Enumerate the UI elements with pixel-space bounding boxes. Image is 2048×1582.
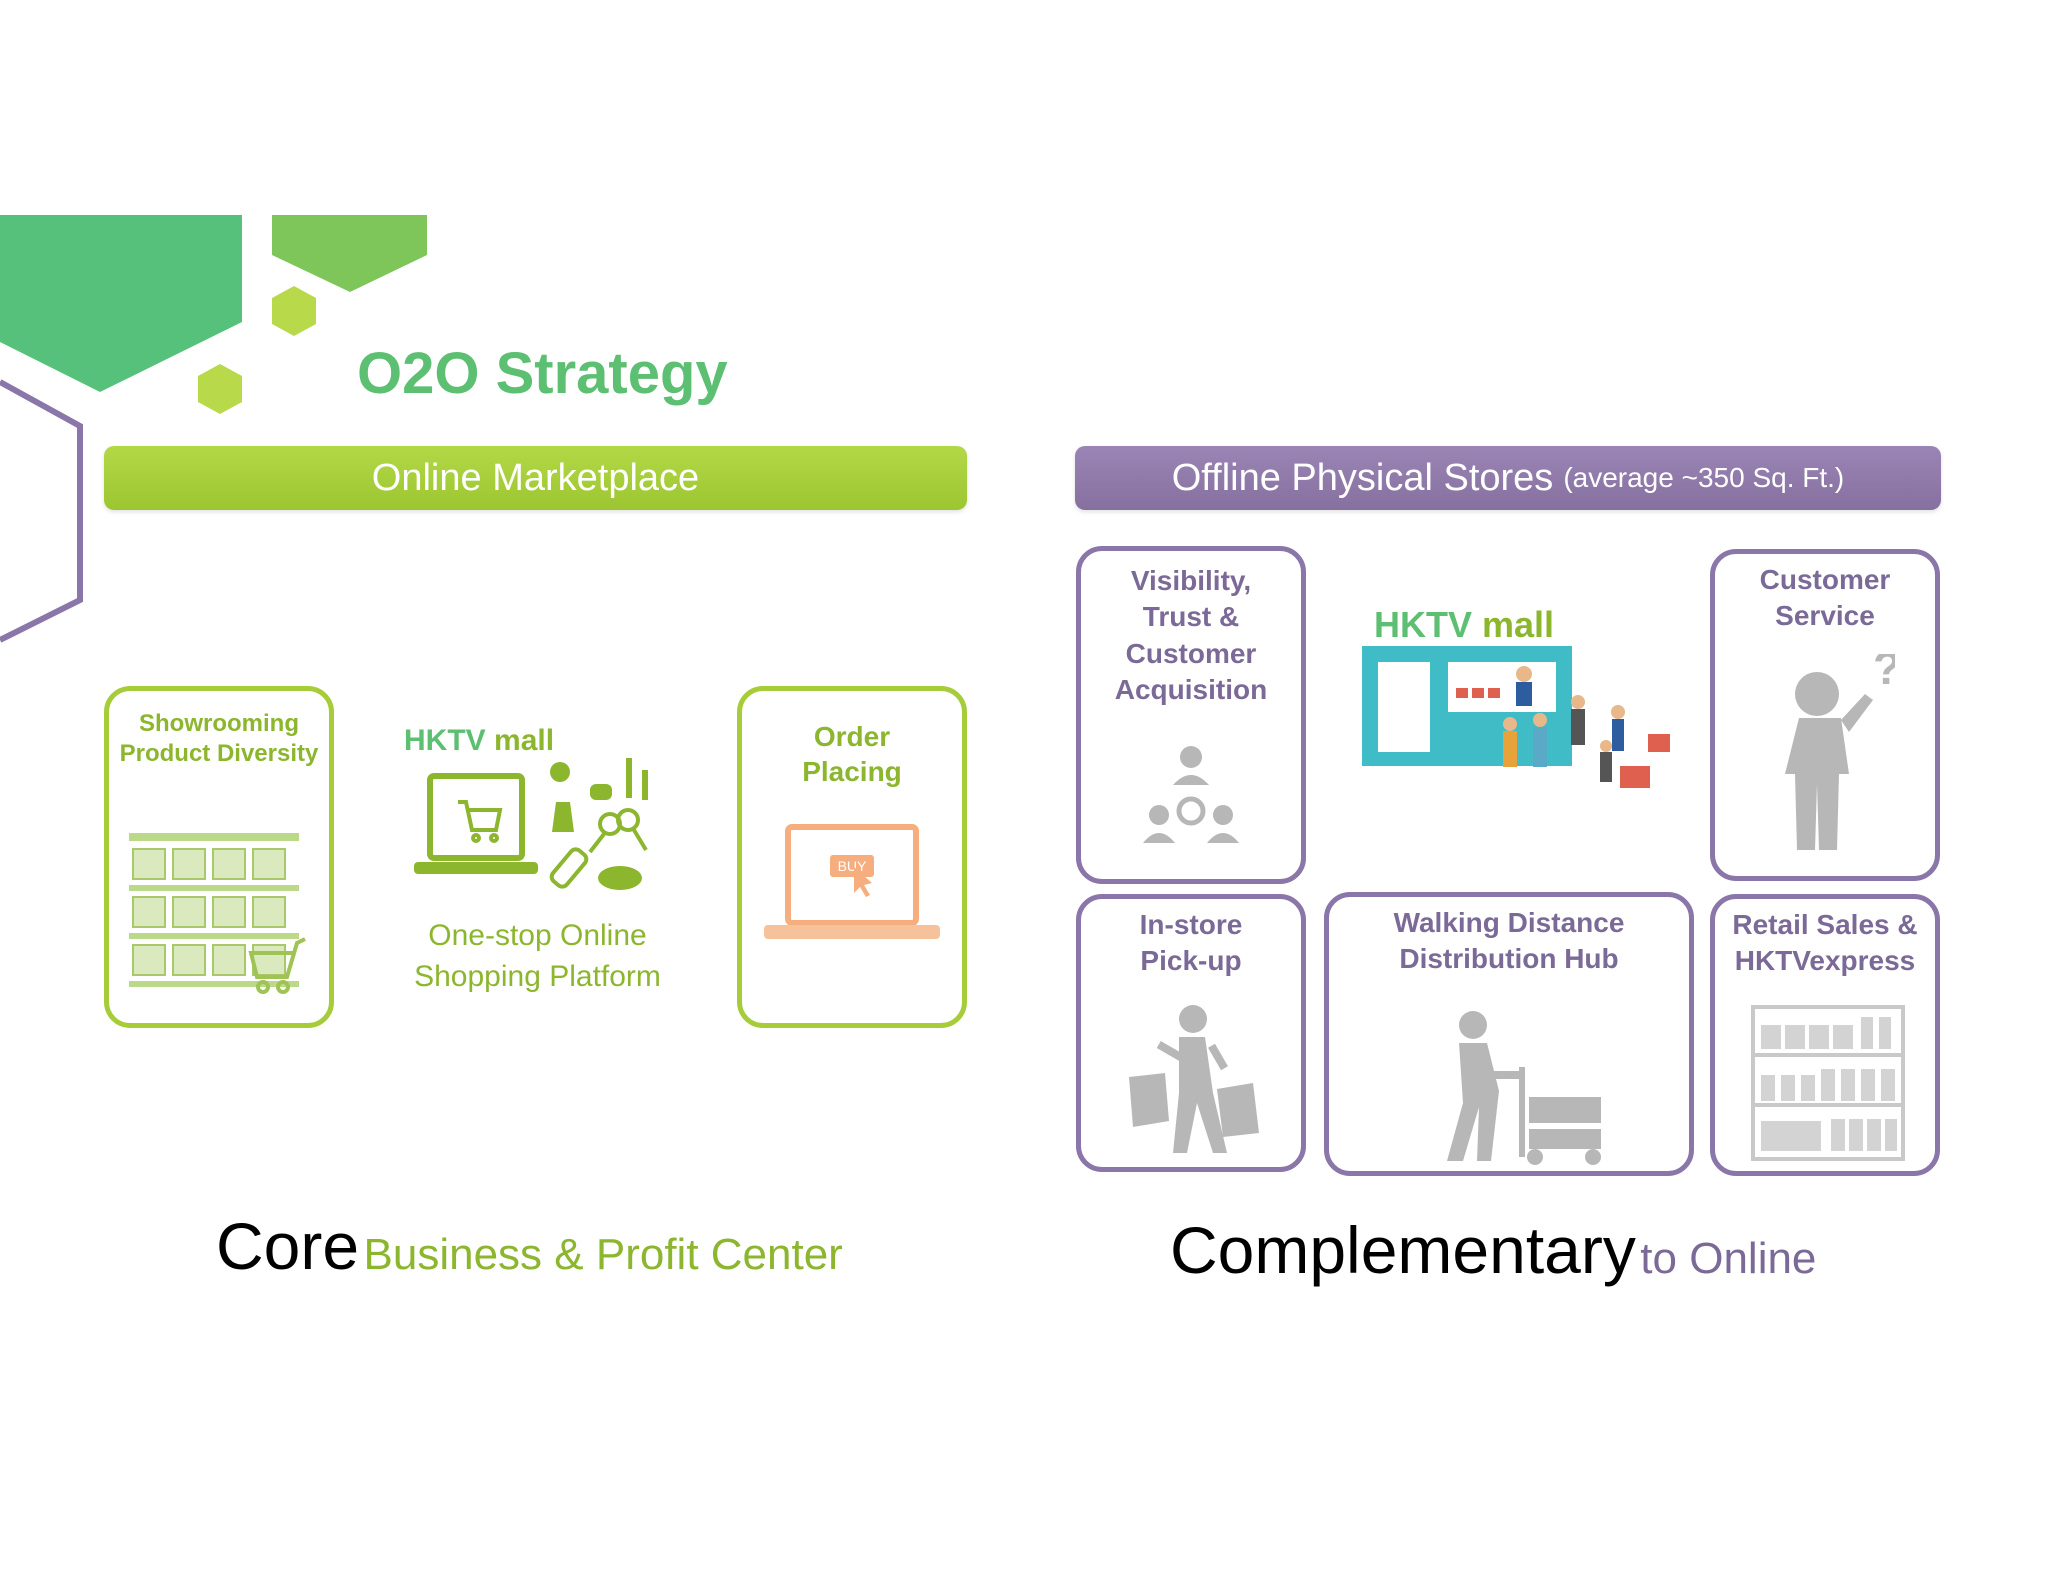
hktv-mall-logo-offline: HKTV mall (1374, 604, 1555, 645)
svg-text:?: ? (1873, 654, 1895, 694)
customer-service-card: Customer Service ? (1710, 549, 1940, 881)
decorative-hexagons (0, 215, 427, 643)
offline-band-label: Offline Physical Stores (1171, 456, 1554, 499)
retail-sales-card: Retail Sales & HKTVexpress (1710, 894, 1940, 1176)
shelves-icon (1751, 1005, 1905, 1161)
order-label-2: Placing (802, 756, 902, 787)
hktv-mall-logo-online: HKTV mall (404, 724, 555, 757)
visibility-card: Visibility, Trust & Customer Acquisition (1076, 546, 1306, 884)
showrooming-label-2: Product Diversity (119, 740, 319, 767)
walking-distance-card: Walking Distance Distribution Hub (1324, 892, 1694, 1176)
showrooming-card: Showrooming Product Diversity (104, 686, 334, 1028)
offline-stores-band: Offline Physical Stores (average ~350 Sq… (1075, 446, 1941, 510)
physical-store-icon (1362, 646, 1670, 788)
question-person-icon: ? (1785, 654, 1895, 850)
shelves-cart-icon (129, 833, 306, 994)
online-marketplace-band: Online Marketplace (104, 446, 967, 510)
trolley-person-icon (1447, 1011, 1601, 1165)
core-caption: Core Business & Profit Center (216, 1209, 843, 1283)
complementary-caption: Complementary to Online (1170, 1213, 1817, 1287)
instore-pickup-card: In-store Pick-up (1076, 894, 1306, 1172)
people-network-icon (1143, 746, 1239, 843)
online-band-label: Online Marketplace (371, 456, 700, 499)
platform-caption: One-stop Online Shopping Platform (414, 919, 661, 993)
page-title: O2O Strategy (357, 341, 728, 406)
buy-label: BUY (838, 858, 867, 874)
offline-band-note: (average ~350 Sq. Ft.) (1563, 462, 1845, 493)
order-label-1: Order (813, 721, 891, 752)
order-placing-card: Order Placing BUY (737, 686, 967, 1028)
laptop-cart-products-icon (414, 758, 648, 890)
laptop-buy-icon: BUY (764, 824, 940, 939)
shopping-bags-person-icon (1129, 1005, 1259, 1153)
showrooming-label-1: Showrooming (139, 710, 299, 737)
